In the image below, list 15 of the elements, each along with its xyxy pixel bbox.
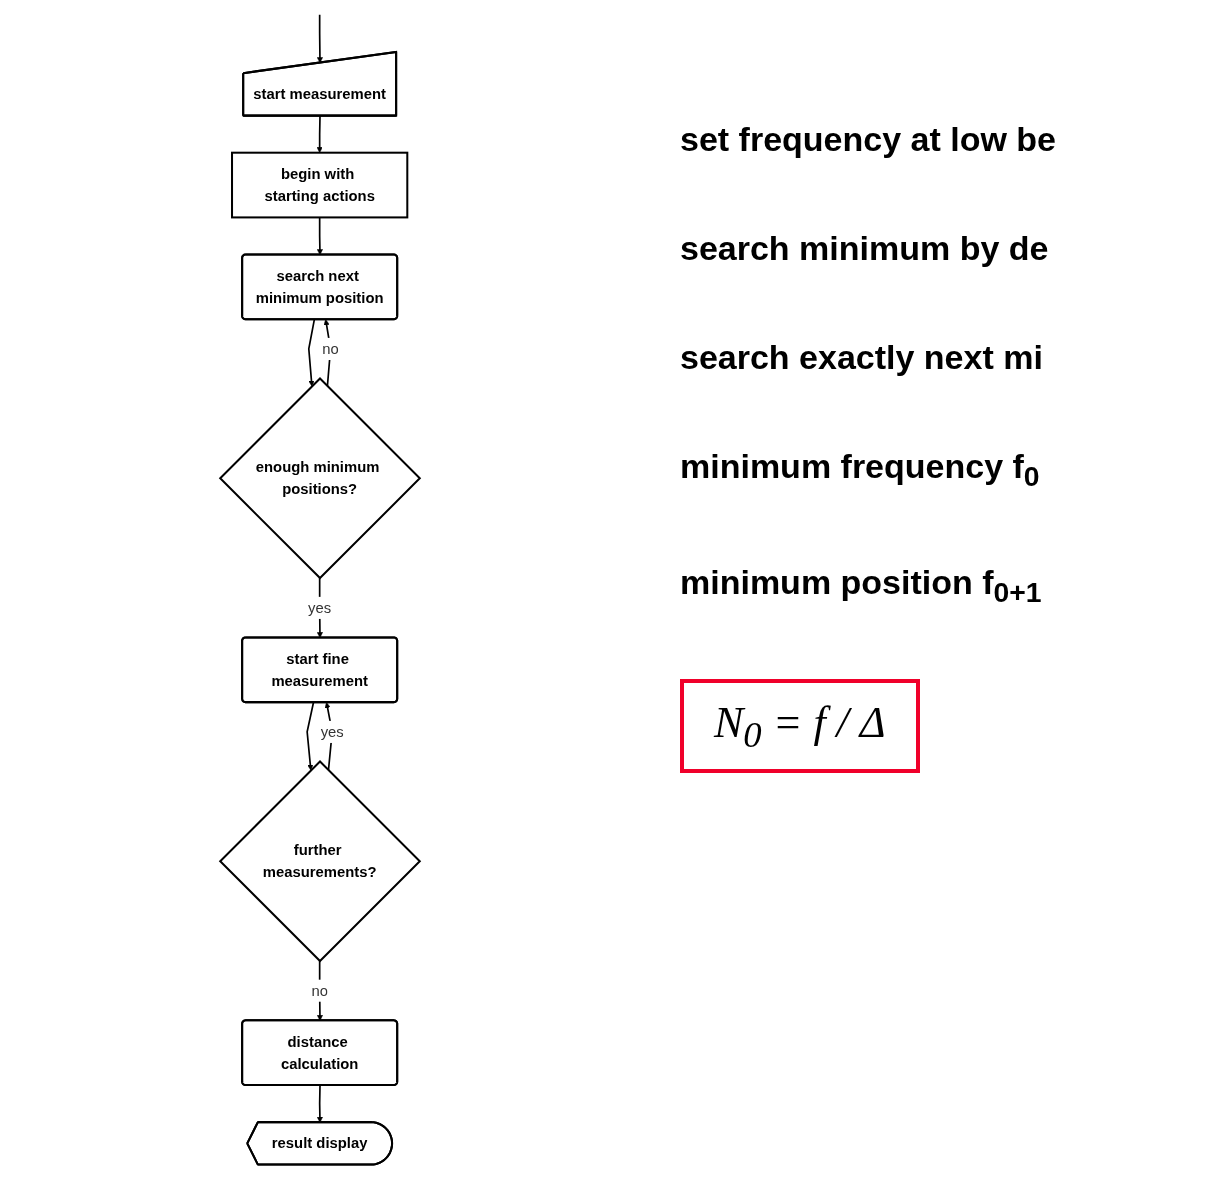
edge-label: yes bbox=[320, 723, 344, 741]
annotation-text: search minimum by de bbox=[680, 229, 1049, 268]
node-diamond: further measurements? bbox=[218, 760, 422, 963]
annotation-text: set frequency at low be bbox=[680, 120, 1056, 159]
edge-label: no bbox=[311, 982, 328, 1000]
arrow bbox=[316, 115, 323, 153]
node-box: begin with starting actions bbox=[231, 151, 409, 219]
node-diamond: enough minimum positions? bbox=[218, 377, 422, 580]
annotation-text: search exactly next mi bbox=[680, 338, 1043, 377]
formula-box: N$_{0}$ = f / Δ bbox=[680, 678, 920, 774]
annotation-text: minimum frequency f$_{0}$ bbox=[680, 447, 1040, 493]
arrow bbox=[316, 960, 323, 1021]
edge-label: yes bbox=[308, 599, 332, 617]
annotation-text: minimum position f$_{0+1}$ bbox=[680, 562, 1042, 609]
edge-label: no bbox=[322, 340, 339, 358]
